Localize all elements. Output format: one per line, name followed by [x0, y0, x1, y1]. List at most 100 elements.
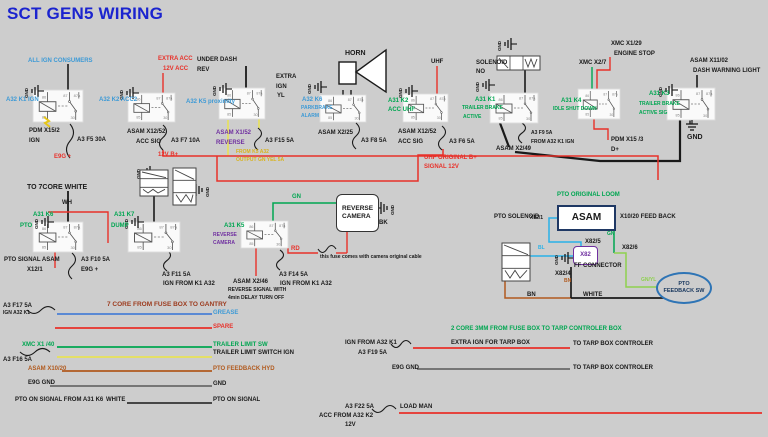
diagram-label: SPARE — [213, 324, 234, 330]
diagram-label: ACC SIG — [398, 139, 424, 145]
solenoid-valve-symbol — [139, 169, 169, 197]
wire — [162, 150, 659, 180]
relay-part: 87 — [603, 92, 607, 96]
fuse-symbol — [275, 249, 285, 271]
diagram-label: REVERSE — [216, 140, 245, 146]
diagram-label: XMC X2/7 — [579, 60, 607, 66]
relay-part — [224, 98, 241, 110]
relay-part — [274, 229, 277, 232]
relay-part: 87 — [519, 97, 523, 101]
diagram-label: TRAILER LIMIT SW — [213, 342, 268, 348]
relay-part: 86 — [676, 92, 680, 97]
relay-part — [251, 97, 254, 101]
asam-box: ASAM — [557, 205, 616, 231]
diagram-label: NO — [476, 69, 485, 75]
solenoid-part — [496, 55, 541, 71]
diagram-label: TO TARP BOX CONTROLER — [573, 365, 654, 371]
relay-part: 85 — [328, 116, 332, 120]
diagram-label: ACTIVE SIG — [639, 110, 668, 116]
diagram-label: LOAD MAN — [400, 404, 433, 410]
relay-part: 30 — [254, 113, 258, 117]
relay-part: 87a — [612, 92, 618, 96]
ground-symbol: GND — [124, 216, 144, 229]
diagram-label: A3 F15 5A — [265, 138, 295, 144]
diagram-label: CAMERA — [213, 240, 235, 246]
diagram-label: PTO SOLENOID — [494, 214, 540, 220]
relay-part — [246, 230, 263, 240]
diagram-label: A3 F11 5A — [162, 272, 191, 278]
relay-part — [127, 92, 176, 123]
diagram-label: A3 F14 5A — [279, 272, 309, 278]
diagram-label: GREASE — [213, 310, 239, 316]
relay-part — [352, 103, 355, 106]
diagram-label: PTO ON SIGNAL — [213, 397, 261, 403]
relay-part: 85 — [676, 112, 681, 117]
ground-symbol: GND — [307, 81, 327, 94]
diagram-label: TO TARP BOX CONTROLER — [573, 341, 654, 347]
relay-part — [68, 231, 71, 235]
diagram-label: REVERSE — [213, 232, 237, 238]
diagram-label: FF CONNECTOR — [574, 263, 622, 269]
relay-part: 87 — [696, 91, 700, 96]
diagram-label: ACC UHF — [388, 107, 415, 113]
diagram-label: GN — [292, 194, 301, 200]
diagram-label: A3 F6 5A — [449, 139, 475, 145]
wire — [216, 149, 444, 182]
relay-part: 30 — [276, 242, 280, 246]
diagram-label: WHITE — [583, 292, 603, 298]
relay-part: 30 — [703, 113, 708, 118]
diagram-label: YL — [277, 93, 285, 99]
diagram-label: ACC SIG — [136, 139, 162, 145]
diagram-label: TRAILER BRAKE — [639, 101, 680, 107]
pto-feedback-switch-label: FEEDBACK SW — [663, 288, 705, 294]
relay-part — [700, 98, 704, 101]
diagram-label: PTO ON SIGNAL FROM A31 K6 — [15, 397, 104, 403]
ground-symbol: GND — [475, 79, 495, 92]
relay-part: 87a — [74, 225, 81, 230]
diagram-label: GND — [213, 381, 227, 387]
relay-part — [325, 104, 342, 114]
relay-part: 85 — [136, 116, 140, 120]
solenoid-valve-symbol — [501, 242, 531, 282]
solenoid-part — [139, 169, 169, 197]
diagram-label: A31 K1 — [475, 97, 496, 103]
ground-label: GND — [136, 168, 141, 179]
diagram-label: 12V B+ — [158, 152, 179, 158]
x82-connector-box: X82 — [573, 246, 598, 265]
relay-part: 87 — [156, 96, 160, 100]
relay-part — [525, 104, 532, 113]
relay-part: 30 — [163, 116, 167, 120]
ground-label: GND — [658, 86, 663, 97]
relay-part: 87a — [166, 96, 173, 100]
relay-part: 87a — [440, 97, 446, 101]
diagram-label: ASAM X10/20 — [28, 366, 67, 372]
fuse-symbol — [351, 122, 361, 150]
diagram-label: EXTRA — [276, 74, 297, 80]
diagram-label: ASAM X1/52 — [216, 130, 252, 136]
ground-label: GND — [475, 81, 480, 92]
wire — [48, 211, 109, 243]
diagram-label: PDM X15/2 — [29, 128, 60, 134]
diagram-label: X10/20 FEED BACK — [620, 214, 676, 220]
diagram-label: GN — [607, 231, 615, 237]
diagram-label: 2 CORE 3MM FROM FUSE BOX TO TARP CONTROL… — [451, 326, 622, 332]
diagram-label: IGN — [29, 138, 40, 144]
ground-symbol: GND — [24, 85, 44, 98]
diagram-label: FROM A32 K1 IGN — [531, 139, 575, 145]
diagram-label: A32 K2 ACC2 — [99, 97, 138, 103]
relay-part: 86 — [328, 99, 332, 103]
ground-symbol: GND — [34, 216, 54, 229]
diagram-label: PTO ORIGINAL LOOM — [557, 192, 620, 198]
relay-part — [434, 102, 437, 106]
diagram-label: PTO FEEDBACK HYD — [213, 366, 275, 372]
solenoid-part — [142, 188, 166, 194]
relay-part: 86 — [137, 226, 142, 231]
diagram-label: TRAILER BRAKE — [462, 105, 503, 111]
diagram-label: UHF ORIGINAL B+ — [424, 155, 477, 161]
relay-part: 30 — [167, 245, 172, 250]
diagram-label: BN — [564, 278, 572, 284]
